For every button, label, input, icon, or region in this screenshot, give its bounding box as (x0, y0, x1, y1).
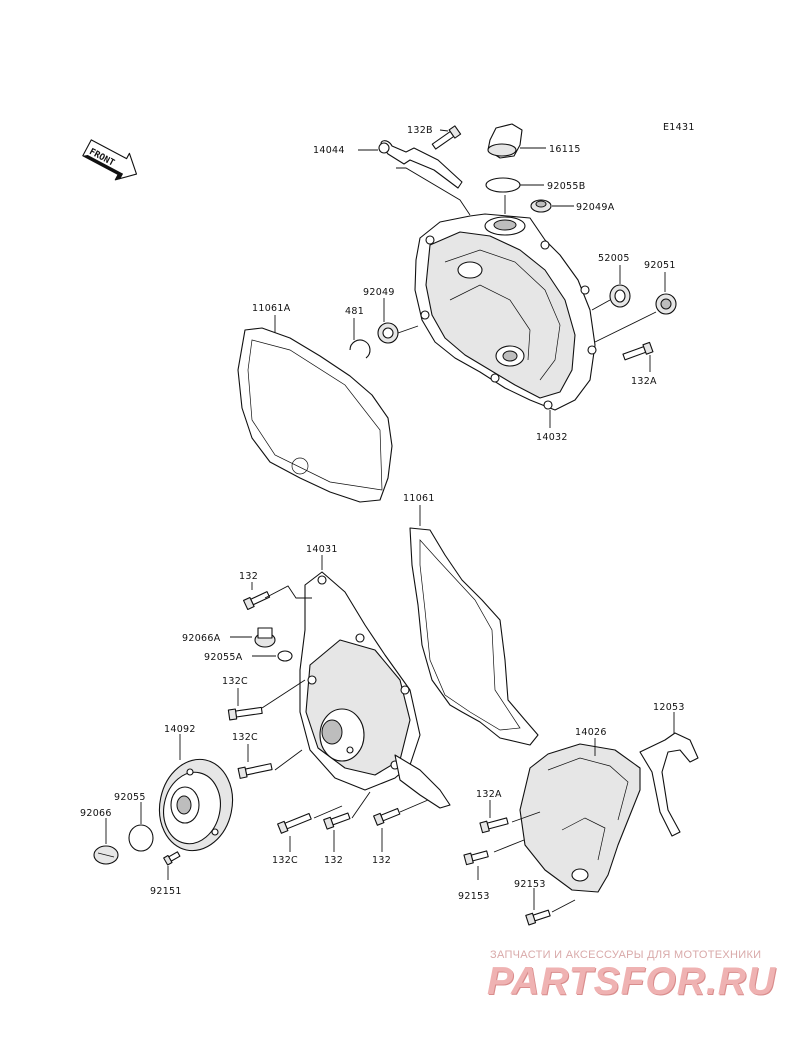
label-14031: 14031 (306, 544, 338, 555)
label-132-top: 132 (239, 571, 258, 582)
label-481: 481 (345, 306, 364, 317)
o-ring-92055 (128, 824, 154, 852)
gasket-11061 (409, 527, 539, 746)
label-14026: 14026 (575, 727, 607, 738)
bolt-92153-a (463, 850, 489, 866)
bolt-92153-b (525, 909, 551, 926)
label-132B: 132B (407, 125, 433, 136)
label-92153-a: 92153 (458, 891, 490, 902)
screw-92151 (163, 851, 181, 866)
sprocket-cover-14026 (519, 743, 641, 893)
seal-92051 (655, 293, 677, 315)
plug-92066 (93, 845, 119, 865)
bolt-132C-c (277, 812, 312, 834)
label-132-c: 132 (372, 855, 391, 866)
plug-92066A (254, 627, 276, 648)
bolt-132A-b (479, 817, 509, 834)
label-132A-b: 132A (476, 789, 502, 800)
circlip-481 (349, 339, 371, 359)
label-132-b: 132 (324, 855, 343, 866)
watermark-tagline: ЗАПЧАСТИ И АКСЕССУАРЫ ДЛЯ МОТОТЕХНИКИ (490, 949, 762, 961)
bolt-132-top (242, 591, 271, 611)
bracket-12053 (639, 732, 699, 837)
part-labels: 132B 14044 16115 92055B 92049A 52005 920… (80, 125, 685, 902)
leader-lines (105, 129, 675, 913)
label-92049A: 92049A (576, 202, 615, 213)
label-16115: 16115 (549, 144, 581, 155)
label-132C-a: 132C (222, 676, 248, 687)
diagram-code: E1431 (663, 122, 695, 133)
label-132C-c: 132C (272, 855, 298, 866)
label-52005: 52005 (598, 253, 630, 264)
label-14044: 14044 (313, 145, 345, 156)
bolt-132-c (373, 807, 401, 826)
bracket-14044 (378, 140, 463, 189)
gasket-11061A (237, 327, 393, 503)
o-ring-92055A (277, 650, 293, 662)
bolt-132-b (323, 812, 351, 830)
label-92051: 92051 (644, 260, 676, 271)
generator-cover-14031 (299, 571, 451, 809)
label-132A-top: 132A (631, 376, 657, 387)
label-11061: 11061 (403, 493, 435, 504)
clutch-cover-14032 (414, 213, 597, 411)
bolt-132B (431, 125, 462, 150)
label-12053: 12053 (653, 702, 685, 713)
label-92066A: 92066A (182, 633, 221, 644)
watermark-brand: PARTSFOR.RU (487, 960, 777, 1003)
label-92153-b: 92153 (514, 879, 546, 890)
label-92066: 92066 (80, 808, 112, 819)
label-92151: 92151 (150, 886, 182, 897)
label-14032: 14032 (536, 432, 568, 443)
bolt-132C-b (237, 763, 273, 779)
o-ring-92055B (485, 177, 521, 193)
seal-92049A (530, 199, 552, 213)
label-92055A: 92055A (204, 652, 243, 663)
seal-92049 (377, 322, 399, 344)
filler-cap-16115 (487, 123, 523, 159)
bolt-132C-a (227, 706, 263, 721)
label-132C-b: 132C (232, 732, 258, 743)
bolt-132A-top (622, 341, 654, 361)
label-11061A: 11061A (252, 303, 291, 314)
bearing-52005 (609, 284, 631, 308)
timing-cover-14092 (158, 758, 234, 852)
label-92049: 92049 (363, 287, 395, 298)
label-92055: 92055 (114, 792, 146, 803)
front-arrow-icon: FRONT (82, 139, 138, 181)
label-92055B: 92055B (547, 181, 586, 192)
label-14092: 14092 (164, 724, 196, 735)
